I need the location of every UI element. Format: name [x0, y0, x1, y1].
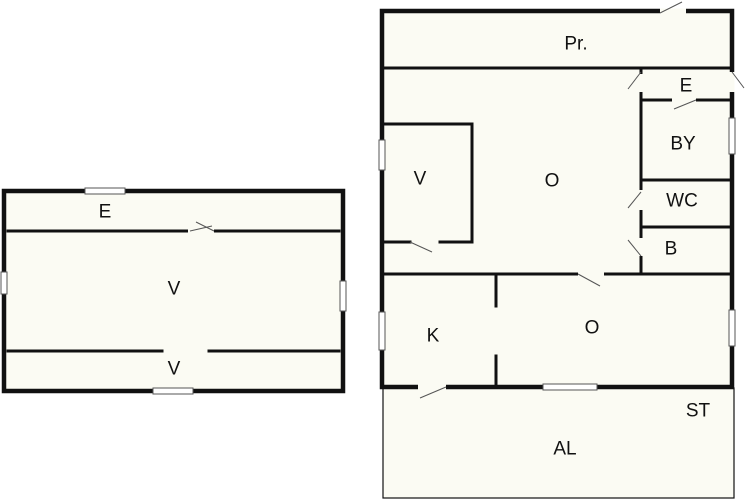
right-building: [378, 1, 745, 499]
room-label-right-e: E: [680, 76, 693, 97]
left-east-window: [339, 280, 347, 312]
right-east-window-upper: [728, 117, 736, 155]
porch-top-door-leaf: [659, 1, 683, 14]
room-label-o-upper: O: [545, 171, 560, 192]
room-label-wc: WC: [666, 191, 698, 212]
left-building: [0, 187, 347, 395]
room-label-o-lower: O: [585, 318, 600, 339]
right-building-floor: [382, 11, 732, 387]
room-label-b: B: [665, 239, 678, 260]
room-label-al: AL: [553, 439, 576, 460]
east-entry-door-leaf: [731, 71, 745, 89]
terrace-floor: [383, 388, 734, 498]
left-building-floor: [4, 191, 343, 391]
left-upper-door-leaf: [189, 225, 213, 232]
room-label-k: K: [427, 326, 440, 347]
room-label-st: ST: [686, 401, 711, 422]
room-label-left-e: E: [99, 202, 112, 223]
v-room-door-leaf: [409, 241, 433, 253]
left-top-window: [84, 187, 126, 195]
left-bottom-window: [152, 387, 194, 395]
room-label-by: BY: [670, 134, 696, 155]
room-label-right-v: V: [414, 169, 427, 190]
terrace-door-leaf: [419, 386, 447, 399]
b-door-leaf: [627, 239, 642, 257]
room-label-left-v-bottom: V: [168, 359, 181, 380]
porch-inner-door-leaf: [627, 71, 642, 90]
right-west-window-upper: [378, 139, 386, 171]
left-upper-door-leaf-2: [195, 221, 215, 232]
left-west-window: [0, 271, 8, 295]
room-label-pr: Pr.: [564, 34, 587, 55]
right-east-window-lower: [728, 309, 736, 347]
wc-door-leaf: [627, 191, 642, 209]
by-door-leaf: [673, 99, 697, 110]
right-west-window-lower: [378, 311, 386, 351]
main-horizontal-door-leaf: [577, 273, 601, 287]
room-label-left-v-mid: V: [168, 279, 181, 300]
right-bottom-window: [542, 383, 598, 391]
